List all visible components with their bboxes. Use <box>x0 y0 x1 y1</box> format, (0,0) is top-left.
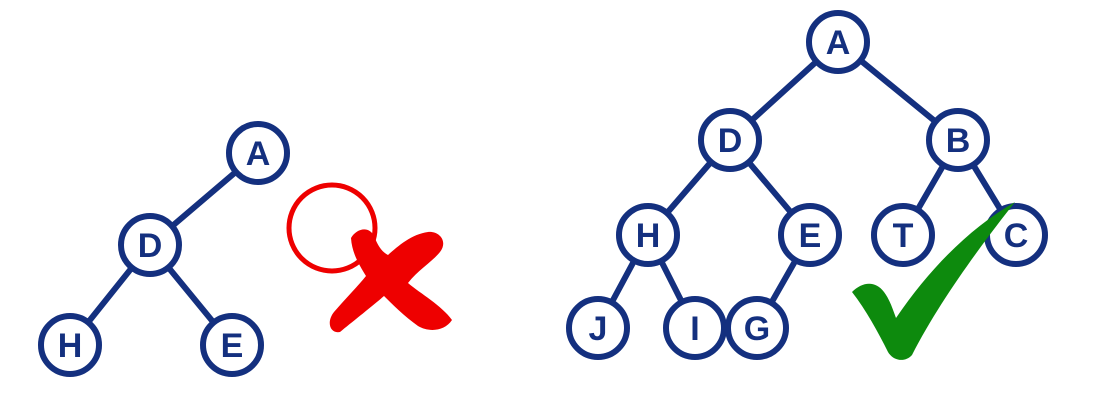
left-node-d: D <box>118 213 182 277</box>
right-node-j: J <box>566 296 630 360</box>
right-node-e: E <box>778 203 842 267</box>
right-tree-nodes: A D B H E T C J I G <box>566 10 1048 360</box>
node-label: B <box>946 122 971 160</box>
node-label: H <box>58 327 83 365</box>
right-node-d: D <box>698 108 762 172</box>
node-label: T <box>893 217 914 255</box>
left-tree: A D H E <box>38 121 452 377</box>
node-circle <box>778 203 842 267</box>
red-cross-icon <box>329 229 452 333</box>
node-circle <box>926 108 990 172</box>
node-label: I <box>690 310 699 348</box>
missing-node-outline <box>286 182 378 274</box>
node-circle <box>38 313 102 377</box>
node-circle <box>118 213 182 277</box>
node-label: D <box>138 227 163 265</box>
node-label: E <box>799 217 822 255</box>
left-node-h: H <box>38 313 102 377</box>
node-label: A <box>826 24 851 62</box>
node-label: C <box>1004 217 1029 255</box>
right-node-t: T <box>871 203 935 267</box>
node-circle <box>871 203 935 267</box>
node-label: J <box>589 310 608 348</box>
left-node-a: A <box>226 121 290 185</box>
node-label: G <box>744 310 770 348</box>
right-node-a: A <box>806 10 870 74</box>
node-circle <box>663 296 727 360</box>
right-node-h: H <box>616 203 680 267</box>
node-label: H <box>636 217 661 255</box>
node-circle <box>725 296 789 360</box>
node-circle <box>226 121 290 185</box>
right-node-b: B <box>926 108 990 172</box>
right-node-i: I <box>663 296 727 360</box>
node-circle <box>616 203 680 267</box>
left-tree-nodes: A D H E <box>38 121 290 377</box>
node-circle <box>566 296 630 360</box>
node-label: A <box>246 135 271 173</box>
left-node-e: E <box>200 313 264 377</box>
right-node-g: G <box>725 296 789 360</box>
node-label: E <box>221 327 244 365</box>
node-circle <box>698 108 762 172</box>
node-label: D <box>718 122 743 160</box>
green-check-icon <box>852 202 1015 360</box>
right-tree: A D B H E T C J I G <box>566 10 1048 360</box>
node-circle <box>806 10 870 74</box>
node-circle <box>200 313 264 377</box>
